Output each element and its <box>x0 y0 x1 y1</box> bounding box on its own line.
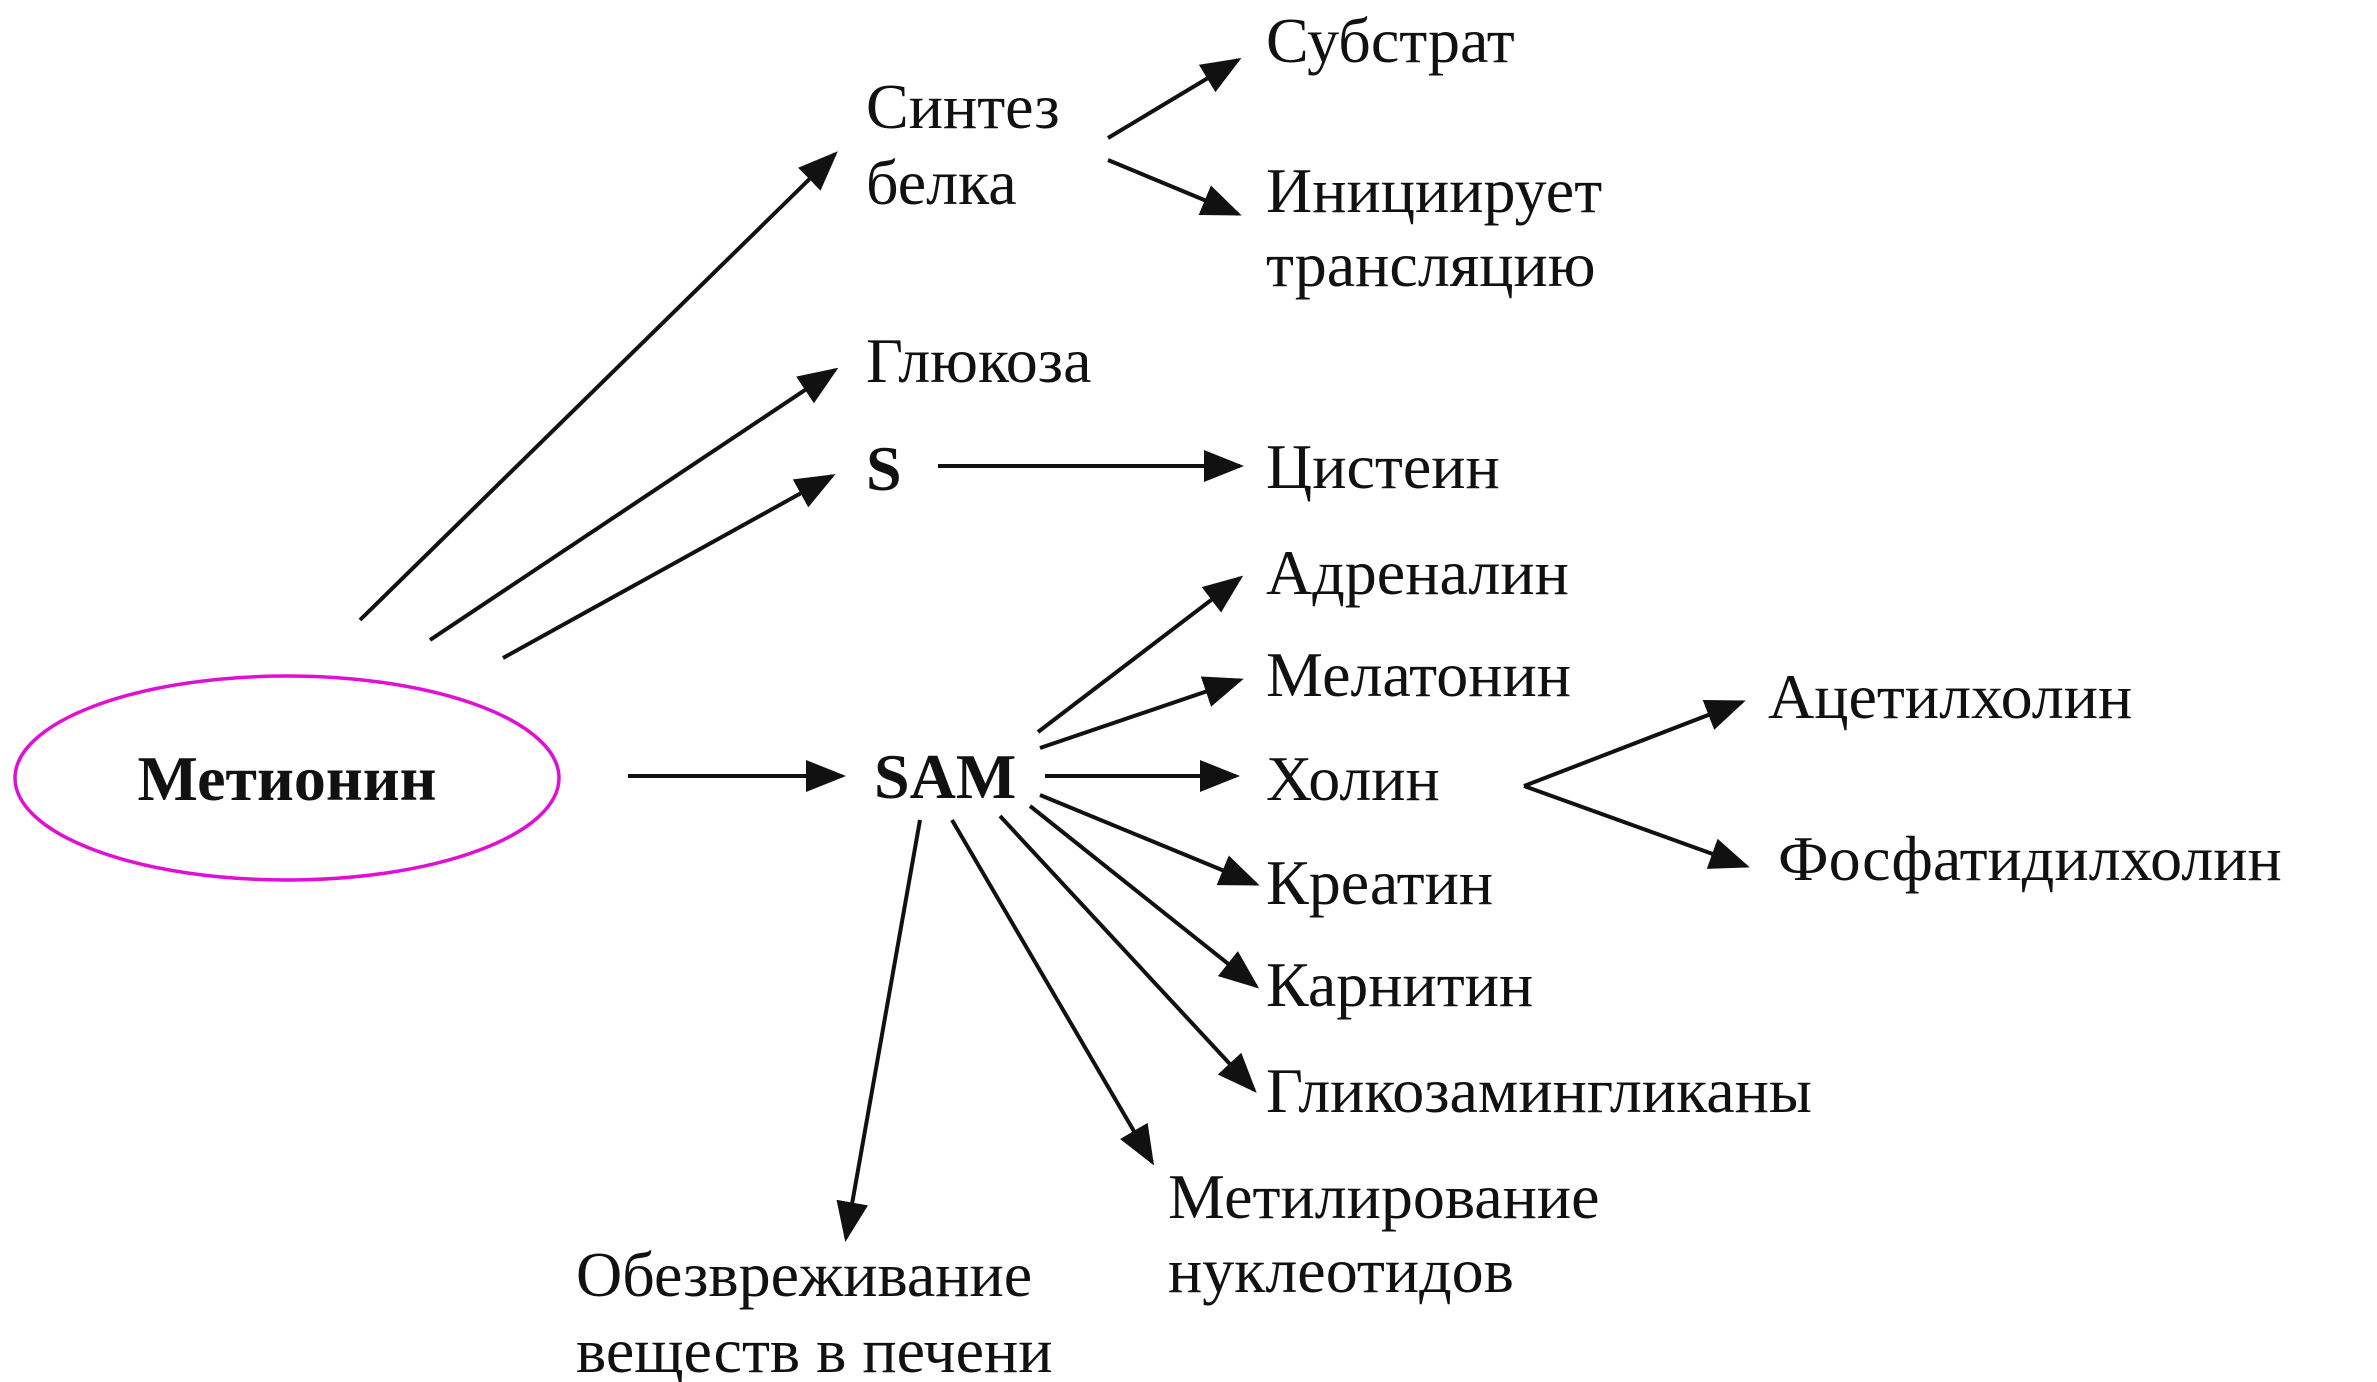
node-tsistein: Цистеин <box>1266 431 1500 502</box>
arrow-kholin-to-fosfatidilkholin <box>1523 784 1750 869</box>
arrow-sam-to-metilirovanie <box>950 818 1155 1166</box>
arrow-kholin-to-atsetilkholin <box>1523 700 1746 788</box>
node-initsiiruet-line1: Инициирует <box>1266 155 1602 226</box>
node-metilirovanie-line1: Метилирование <box>1168 1161 1600 1232</box>
arrow-metionin-to-glyukoza <box>428 367 839 642</box>
arrow-metionin-to-sintez <box>358 151 838 622</box>
node-s: S <box>866 433 902 504</box>
node-melatonin: Мелатонин <box>1266 639 1571 710</box>
root-ellipse <box>13 674 561 882</box>
node-metilirovanie-line2: нуклеотидов <box>1168 1235 1514 1306</box>
node-fosfatidilkholin: Фосфатидилхолин <box>1778 823 2282 894</box>
node-initsiiruet-line2: трансляцию <box>1266 229 1596 300</box>
node-sintez-line1: Синтез <box>866 71 1060 142</box>
arrow-sam-to-glikozaminglikany <box>998 814 1257 1093</box>
arrow-sam-to-melatonin <box>1039 676 1244 750</box>
arrow-sintez-to-substrat <box>1106 57 1242 140</box>
node-obezvrezhivanie-line2: веществ в печени <box>576 1315 1053 1382</box>
node-karnitin: Карнитин <box>1266 949 1533 1020</box>
node-adrenalin: Адреналин <box>1266 537 1569 608</box>
arrow-sintez-to-initsiiruet <box>1107 158 1242 216</box>
node-obezvrezhivanie-line1: Обезвреживание <box>576 1239 1032 1310</box>
node-kholin: Холин <box>1266 743 1440 814</box>
node-glyukoza: Глюкоза <box>866 325 1091 396</box>
node-sintez-line2: белка <box>866 147 1017 218</box>
arrow-sam-to-obezvrezhivanie <box>836 819 922 1242</box>
node-sam: SAM <box>874 741 1016 812</box>
node-glikozaminglikany: Гликозамингликаны <box>1266 1055 1812 1126</box>
arrow-sam-to-kreatin <box>1039 793 1260 886</box>
arrow-metionin-to-s <box>502 474 836 660</box>
node-kreatin: Креатин <box>1266 847 1493 918</box>
root-label: Метионин <box>138 743 437 814</box>
node-substrat: Субстрат <box>1266 5 1515 76</box>
node-atsetilkholin: Ацетилхолин <box>1768 661 2132 732</box>
arrow-sam-to-adrenalin <box>1036 575 1244 734</box>
arrow-sam-to-karnitin <box>1028 804 1260 989</box>
